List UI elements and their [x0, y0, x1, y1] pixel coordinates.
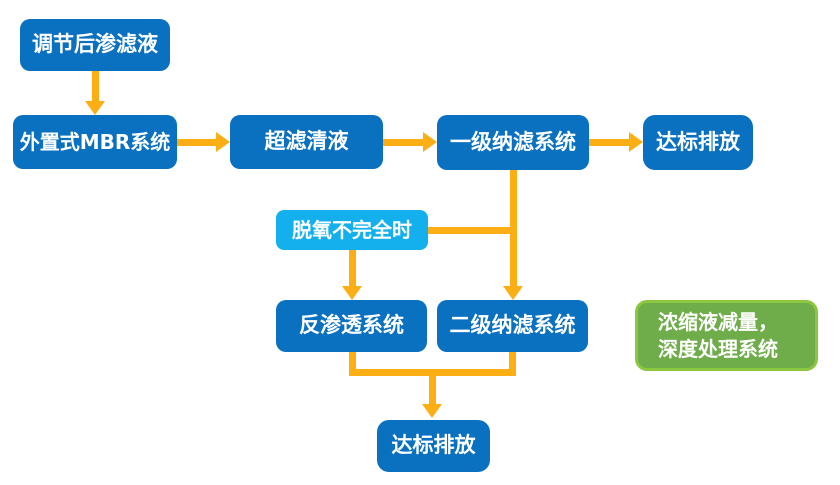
arrow-line-leachate-to-mbr — [92, 71, 99, 102]
node-nf-stage1-system: 一级纳滤系统 — [437, 115, 589, 170]
node-label: 脱氧不完全时 — [292, 218, 412, 242]
node-nf-stage2-system: 二级纳滤系统 — [437, 300, 588, 352]
arrow-line-merge-to-discharge — [429, 376, 436, 404]
arrowhead-down-icon — [422, 404, 442, 418]
node-concentrate-reduction: 浓缩液减量， 深度处理系统 — [635, 300, 818, 371]
arrowhead-down-icon — [503, 286, 523, 300]
connector-line-deoxygen-to-nf1line — [428, 227, 514, 234]
arrowhead-down-icon — [342, 286, 362, 300]
arrowhead-right-icon — [423, 132, 437, 152]
connector-line-ro-down — [349, 352, 356, 376]
arrowhead-right-icon — [629, 132, 643, 152]
node-label-line1: 浓缩液减量， — [658, 309, 778, 334]
connector-line-merge-horizontal — [349, 369, 516, 376]
node-uf-clear-liquid: 超滤清液 — [230, 115, 383, 169]
node-reverse-osmosis-system: 反渗透系统 — [276, 300, 427, 352]
node-discharge-bottom: 达标排放 — [377, 420, 490, 472]
node-label: 二级纳滤系统 — [449, 313, 576, 338]
node-external-mbr-system: 外置式MBR系统 — [13, 115, 177, 169]
connector-line-nf2-down — [509, 352, 516, 376]
arrowhead-right-icon — [216, 132, 230, 152]
node-label: 一级纳滤系统 — [450, 129, 576, 154]
arrow-line-uf-to-nf1 — [383, 139, 423, 146]
node-label: 外置式MBR系统 — [19, 130, 171, 154]
node-label: 反渗透系统 — [299, 313, 404, 338]
node-label: 达标排放 — [391, 433, 476, 458]
node-label: 调节后渗滤液 — [32, 32, 158, 57]
arrow-line-deoxygen-to-ro — [349, 250, 356, 286]
node-deoxygen-incomplete: 脱氧不完全时 — [276, 210, 428, 250]
node-discharge-top: 达标排放 — [643, 115, 753, 170]
node-label: 达标排放 — [656, 129, 740, 154]
arrow-line-nf1-to-discharge — [589, 139, 629, 146]
node-label-line2: 深度处理系统 — [658, 336, 778, 361]
arrow-line-mbr-to-uf — [177, 139, 216, 146]
node-label: 超滤清液 — [264, 129, 349, 154]
node-adjusted-leachate: 调节后渗滤液 — [20, 19, 170, 71]
arrowhead-down-icon — [85, 101, 105, 115]
